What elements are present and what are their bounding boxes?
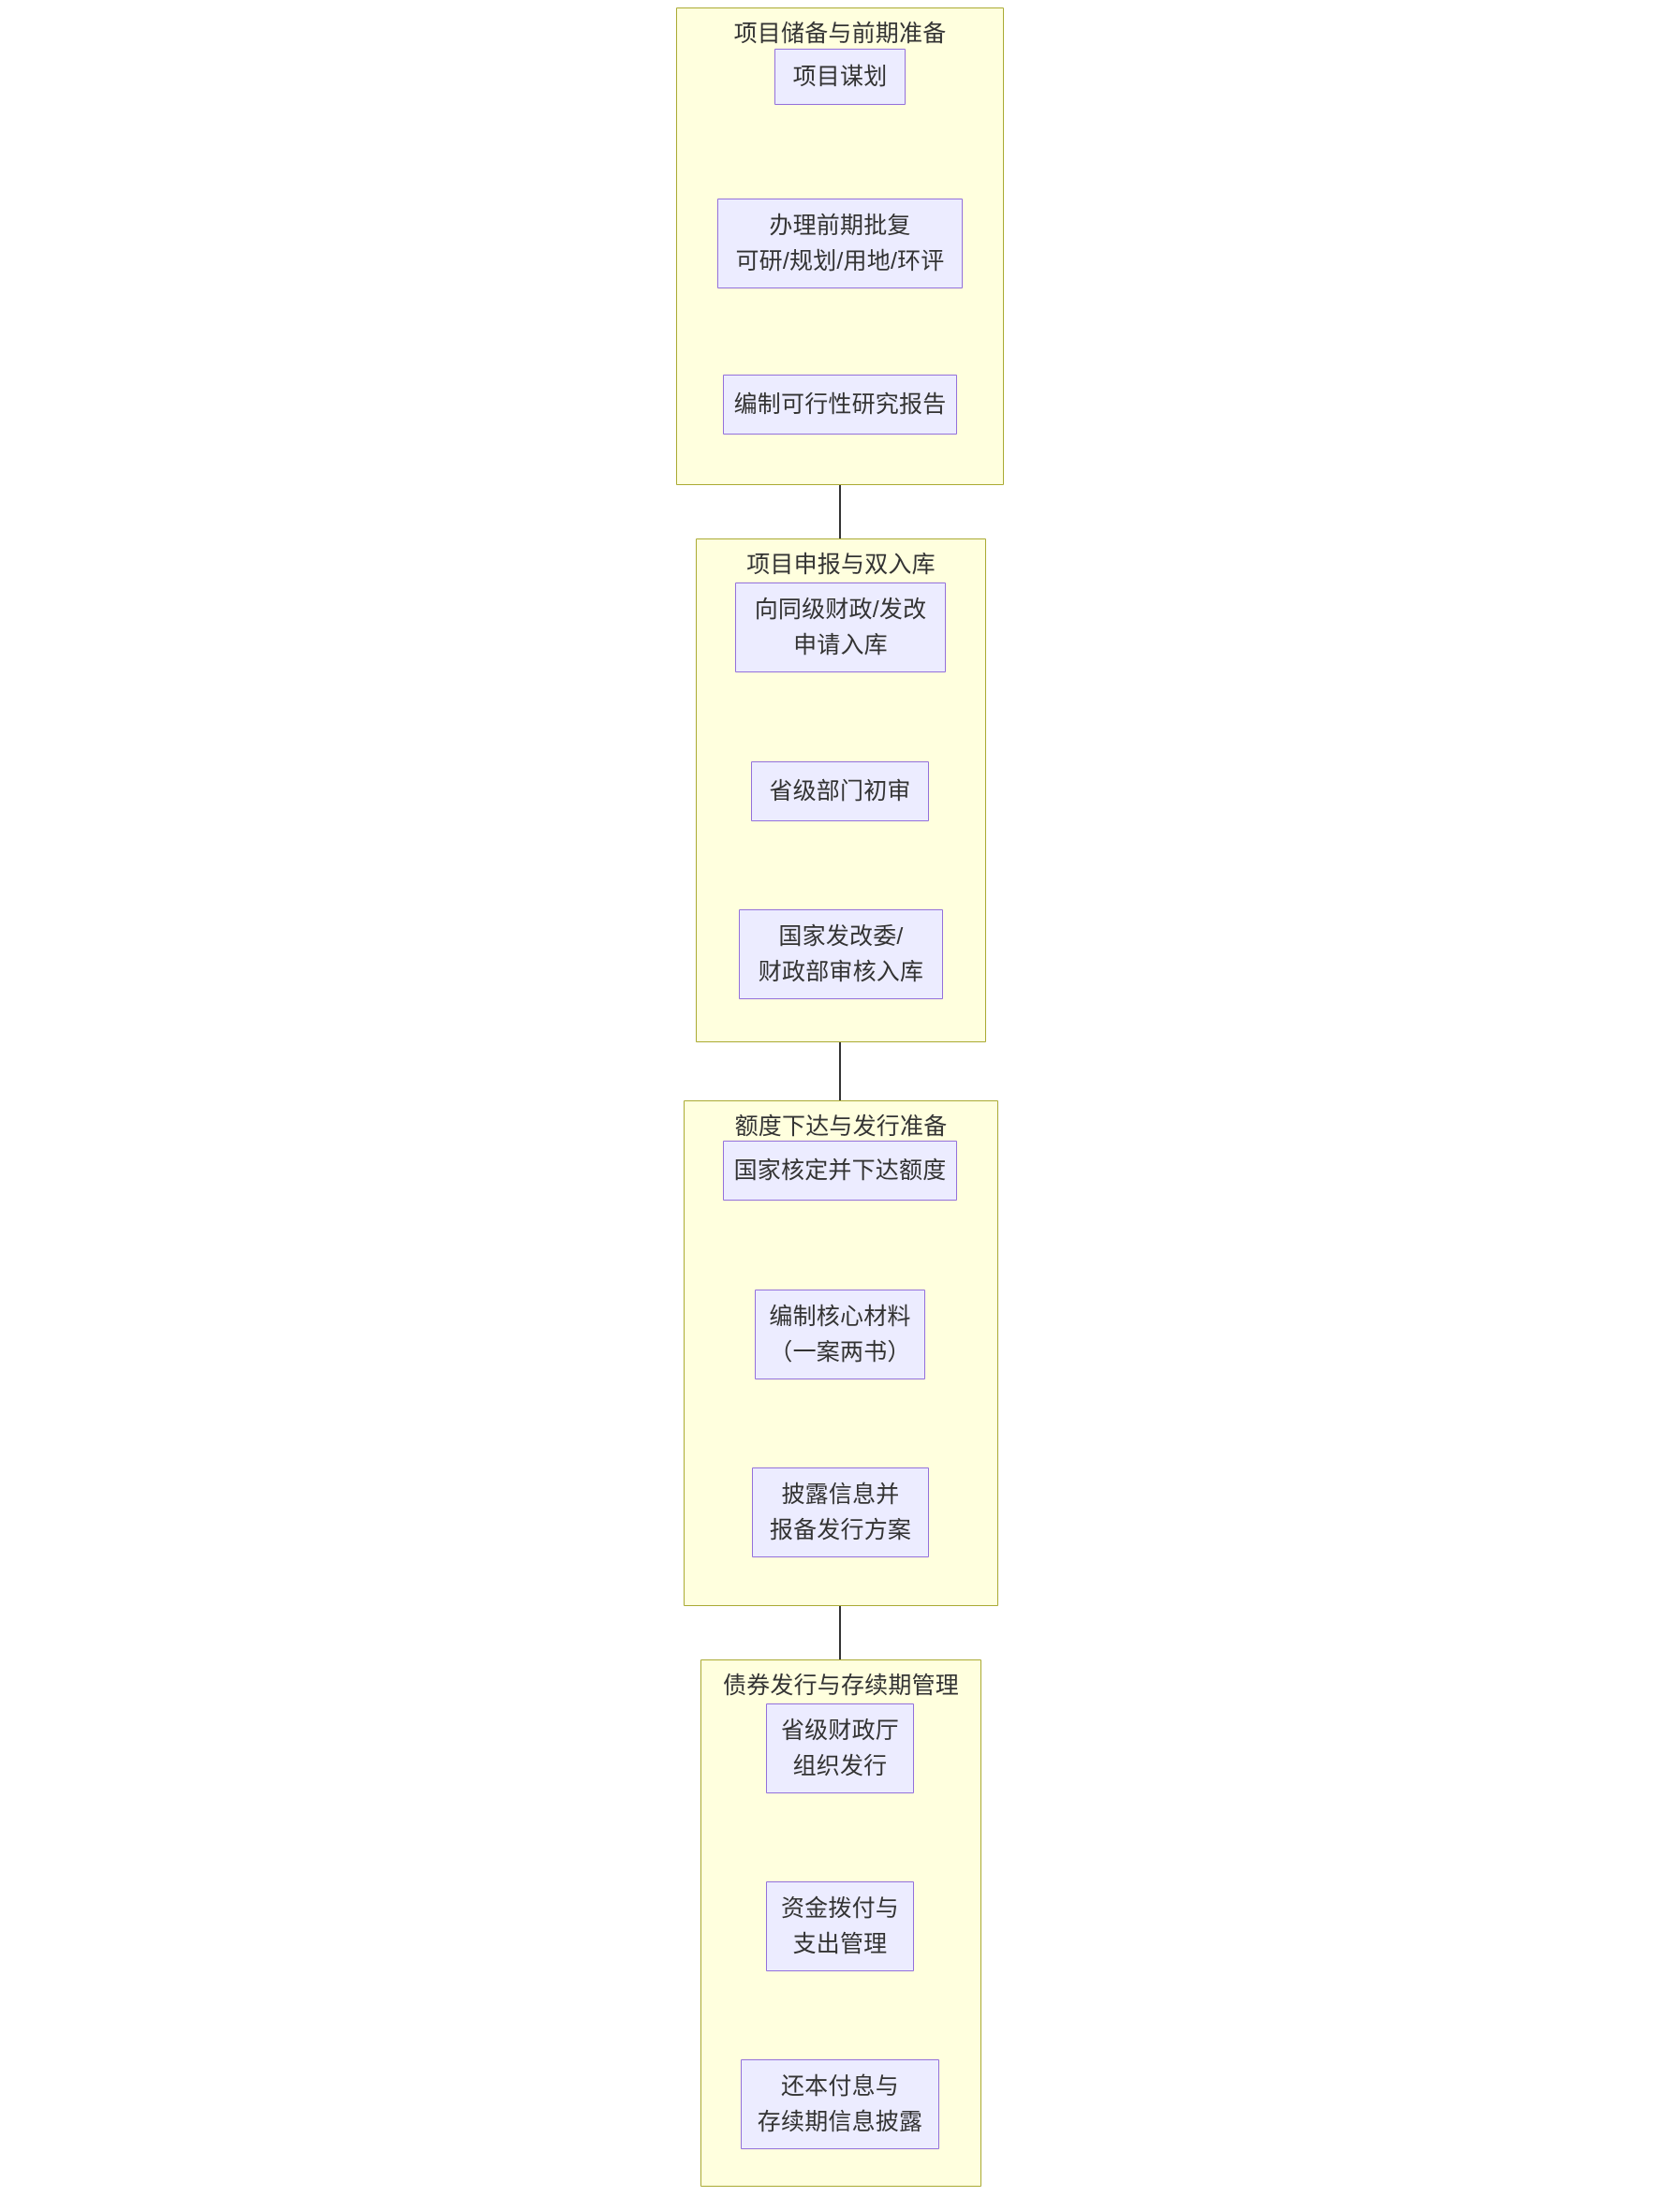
- node-label: 还本付息与 存续期信息披露: [757, 2073, 923, 2135]
- node-label: 资金拨付与 支出管理: [780, 1895, 899, 1957]
- node-label: 项目谋划: [792, 64, 888, 90]
- cluster-title-4: 债券发行与存续期管理: [722, 1673, 959, 1699]
- node-core-materials[interactable]: 编制核心材料 （一案两书）: [755, 1290, 925, 1379]
- node-preliminary-approval[interactable]: 办理前期批复 可研/规划/用地/环评: [717, 199, 963, 288]
- node-quota-allocation[interactable]: 国家核定并下达额度: [723, 1141, 957, 1201]
- node-repayment-disclosure[interactable]: 还本付息与 存续期信息披露: [741, 2059, 939, 2149]
- node-label: 编制核心材料 （一案两书）: [769, 1304, 911, 1365]
- node-fund-allocation-expenditure[interactable]: 资金拨付与 支出管理: [766, 1881, 914, 1971]
- cluster-title-1: 项目储备与前期准备: [733, 21, 947, 47]
- node-label: 国家发改委/ 财政部审核入库: [758, 923, 924, 985]
- node-provincial-preliminary-review[interactable]: 省级部门初审: [751, 761, 929, 821]
- node-apply-to-finance-ndrc[interactable]: 向同级财政/发改 申请入库: [735, 582, 946, 672]
- node-label: 省级部门初审: [769, 778, 911, 804]
- cluster-title-3: 额度下达与发行准备: [734, 1113, 948, 1140]
- node-label: 省级财政厅 组织发行: [780, 1718, 899, 1779]
- node-project-planning[interactable]: 项目谋划: [774, 49, 906, 105]
- node-label: 编制可行性研究报告: [733, 391, 947, 418]
- node-feasibility-report[interactable]: 编制可行性研究报告: [723, 375, 957, 435]
- node-label: 披露信息并 报备发行方案: [769, 1482, 912, 1543]
- node-label: 向同级财政/发改 申请入库: [754, 597, 927, 658]
- cluster-title-2: 项目申报与双入库: [746, 552, 936, 578]
- node-label: 国家核定并下达额度: [733, 1157, 947, 1184]
- node-disclose-and-file-plan[interactable]: 披露信息并 报备发行方案: [752, 1467, 929, 1557]
- node-national-review-entry[interactable]: 国家发改委/ 财政部审核入库: [739, 909, 943, 999]
- node-provincial-finance-issuance[interactable]: 省级财政厅 组织发行: [766, 1703, 914, 1793]
- node-label: 办理前期批复 可研/规划/用地/环评: [735, 213, 945, 274]
